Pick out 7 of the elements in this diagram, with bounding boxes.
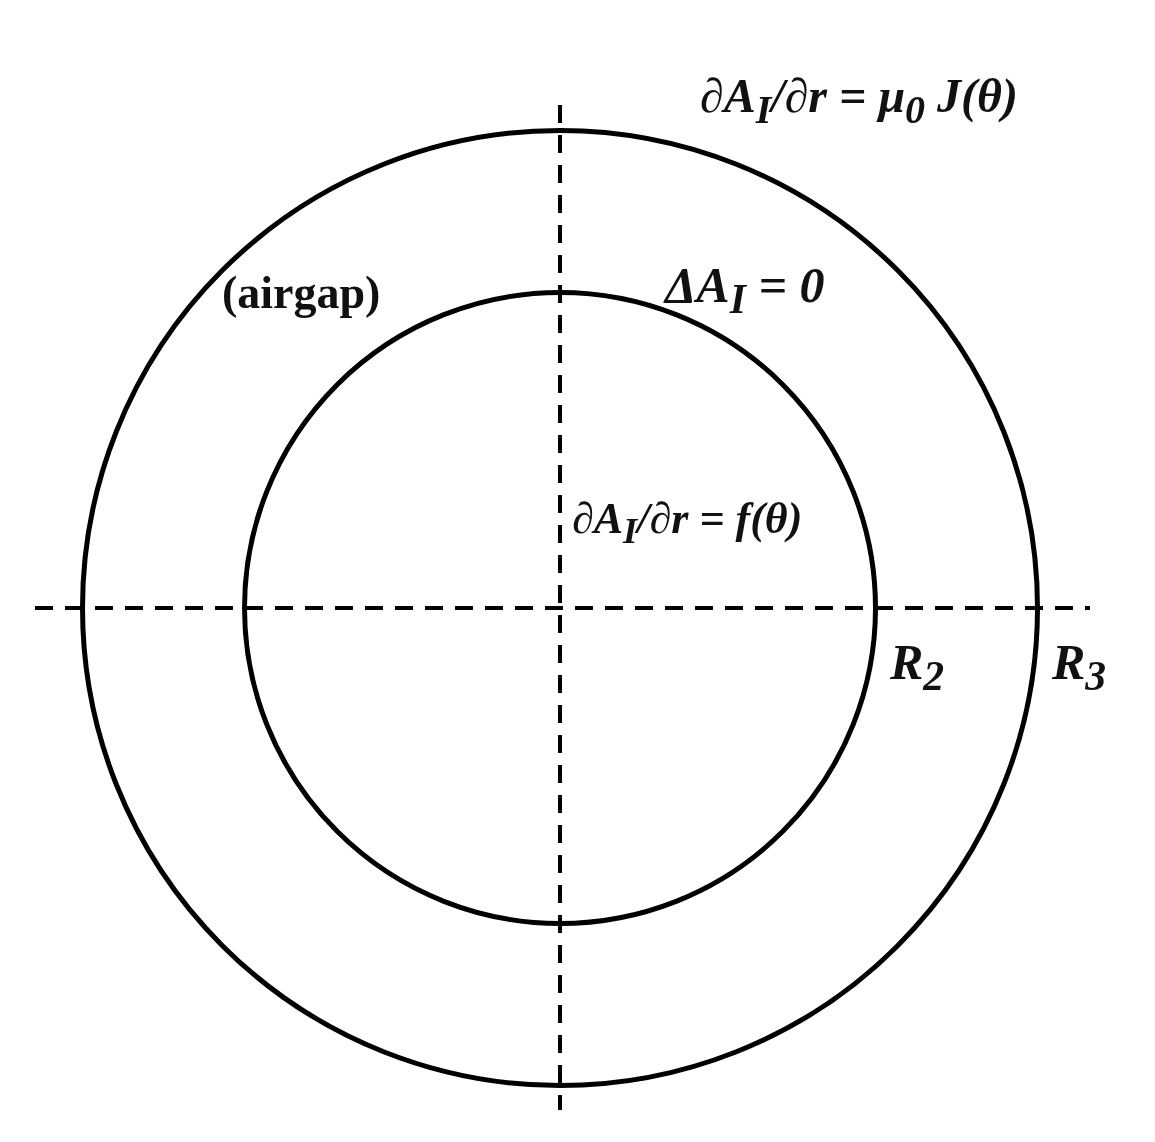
radius-label: R$_{2}$ [890,635,945,700]
region-label: (airgap) [222,268,381,319]
equation-label: ∂A$_{I}$/∂r = f(θ) [572,495,803,552]
boundary-condition-label: ∂A$_{I}$/∂r = μ$_{0}$ J(θ) [700,70,1018,132]
equation-label: ΔA$_{I}$ = 0 [665,258,825,323]
circle-boundary [80,128,1040,1088]
radius-label: R$_{3}$ [1052,635,1107,700]
